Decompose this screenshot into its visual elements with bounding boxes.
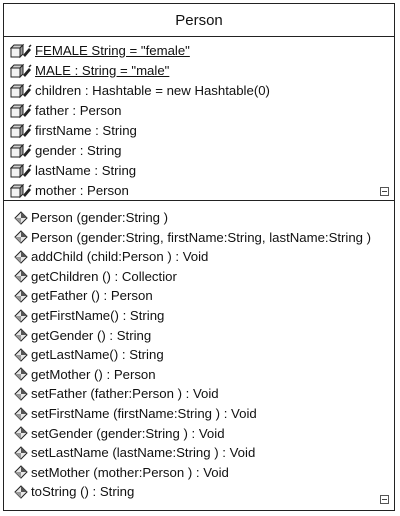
operation-text: setFirstName (firstName:String ) : Void — [31, 406, 257, 421]
operation-text: getFather () : Person — [31, 288, 153, 304]
attribute-row[interactable]: father : Person — [10, 101, 122, 120]
class-name: Person — [175, 11, 223, 29]
public-operation-icon — [10, 308, 28, 323]
operation-row[interactable]: getFirstName() : String — [10, 306, 164, 325]
class-name-header: Person — [4, 4, 394, 37]
public-operation-icon — [10, 445, 28, 460]
attribute-text: children : Hashtable = new Hashtable(0) — [35, 83, 270, 98]
collapse-operations-icon[interactable] — [380, 495, 389, 504]
protected-attribute-icon — [10, 143, 32, 159]
operation-text: addChild (child:Person ) : Void — [31, 249, 209, 265]
operation-text: getLastName() : String — [31, 347, 164, 363]
attribute-text: gender : String — [35, 143, 122, 158]
attribute-row[interactable]: firstName : String — [10, 121, 137, 140]
public-operation-icon — [10, 485, 28, 499]
operation-text: setLastName (lastName:String ) : Void — [31, 445, 256, 461]
operation-row[interactable]: getLastName() : String — [10, 345, 164, 364]
public-operation-icon — [10, 465, 28, 480]
operation-row[interactable]: setFirstName (firstName:String ) : Void — [10, 404, 257, 423]
attribute-row[interactable]: MALE : String = "male" — [10, 61, 169, 80]
collapse-attributes-icon[interactable] — [380, 187, 389, 196]
public-operation-icon — [10, 328, 28, 342]
operation-row[interactable]: getMother () : Person — [10, 365, 156, 384]
protected-attribute-icon — [10, 43, 32, 59]
public-operation-icon — [10, 249, 28, 264]
operation-row[interactable]: Person (gender:String, firstName:String,… — [10, 228, 371, 247]
operation-row[interactable]: getGender () : String — [10, 326, 151, 345]
attribute-row[interactable]: FEMALE String = "female" — [10, 41, 190, 60]
protected-attribute-icon — [10, 83, 32, 99]
operation-row[interactable]: setLastName (lastName:String ) : Void — [10, 443, 255, 462]
public-operation-icon — [10, 347, 28, 362]
operation-text: getGender () : String — [31, 327, 152, 343]
operation-text: setGender (gender:String ) : Void — [31, 425, 225, 441]
operation-row[interactable]: Person (gender:String ) — [10, 208, 168, 227]
attribute-row[interactable]: children : Hashtable = new Hashtable(0) — [10, 81, 270, 100]
public-operation-icon — [10, 289, 28, 303]
public-operation-icon — [10, 406, 28, 421]
operation-text: Person (gender:String, firstName:String,… — [31, 229, 372, 245]
attribute-text: firstName : String — [35, 123, 137, 138]
operation-text: Person (gender:String ) — [31, 210, 169, 225]
operation-row[interactable]: toString () : String — [10, 482, 134, 501]
operation-row[interactable]: setMother (mother:Person ) : Void — [10, 463, 229, 482]
attribute-text: father : Person — [35, 103, 122, 118]
public-operation-icon — [10, 210, 28, 225]
attribute-text: FEMALE String = "female" — [35, 43, 190, 58]
public-operation-icon — [10, 269, 28, 284]
person-class-box[interactable]: Person FEMALE String = "female" MALE : St… — [3, 3, 395, 511]
protected-attribute-icon — [10, 123, 32, 139]
protected-attribute-icon — [10, 103, 32, 119]
operation-text: setFather (father:Person ) : Void — [31, 386, 219, 402]
operations-compartment: Person (gender:String ) Person (gender:St… — [4, 201, 394, 510]
operation-row[interactable]: getFather () : Person — [10, 286, 153, 305]
operation-text: getMother () : Person — [31, 366, 156, 382]
public-operation-icon — [10, 426, 28, 440]
public-operation-icon — [10, 387, 28, 401]
protected-attribute-icon — [10, 183, 32, 199]
operation-text: getFirstName() : String — [31, 308, 165, 323]
operation-row[interactable]: setFather (father:Person ) : Void — [10, 384, 219, 403]
operation-text: getChildren () : Collectior — [31, 268, 177, 284]
operation-row[interactable]: getChildren () : Collectior — [10, 267, 177, 286]
public-operation-icon — [10, 367, 28, 382]
operation-text: toString () : String — [31, 484, 135, 500]
operation-text: setMother (mother:Person ) : Void — [31, 464, 229, 480]
attribute-text: MALE : String = "male" — [35, 63, 170, 78]
attribute-text: mother : Person — [35, 183, 129, 198]
attribute-row[interactable]: mother : Person — [10, 181, 129, 200]
attribute-text: lastName : String — [35, 163, 137, 178]
protected-attribute-icon — [10, 63, 32, 79]
public-operation-icon — [10, 230, 28, 244]
attributes-compartment: FEMALE String = "female" MALE : String = … — [4, 37, 394, 201]
attribute-row[interactable]: lastName : String — [10, 161, 136, 180]
operation-row[interactable]: addChild (child:Person ) : Void — [10, 247, 208, 266]
attribute-row[interactable]: gender : String — [10, 141, 122, 160]
operation-row[interactable]: setGender (gender:String ) : Void — [10, 424, 225, 443]
protected-attribute-icon — [10, 163, 32, 179]
